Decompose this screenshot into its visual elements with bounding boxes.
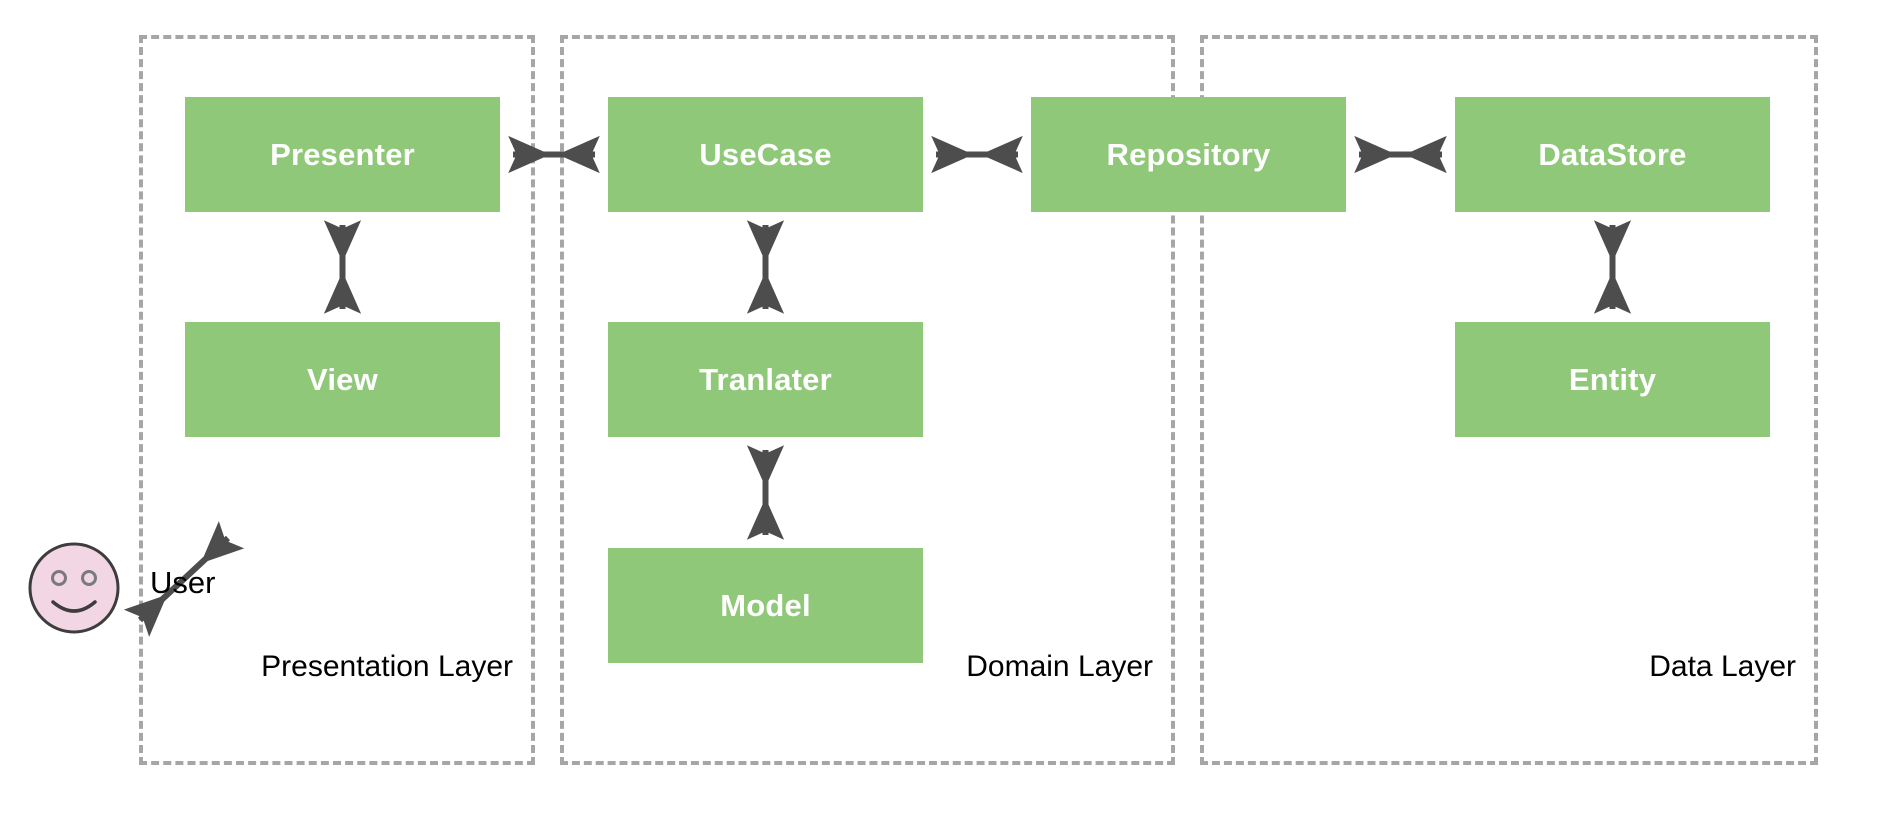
node-view[interactable]: View (185, 322, 500, 437)
node-label-presenter: Presenter (270, 136, 415, 172)
node-label-tranlater: Tranlater (699, 361, 832, 397)
node-label-usecase: UseCase (699, 136, 832, 172)
node-tranlater[interactable]: Tranlater (608, 322, 923, 437)
node-presenter[interactable]: Presenter (185, 97, 500, 212)
layer-domain[interactable] (560, 35, 1175, 765)
layer-label-domain: Domain Layer (966, 650, 1153, 683)
smiley-face-icon (28, 542, 120, 634)
user-label: User (150, 565, 216, 600)
layer-presentation[interactable] (139, 35, 535, 765)
node-usecase[interactable]: UseCase (608, 97, 923, 212)
layer-label-data: Data Layer (1649, 650, 1796, 683)
node-entity[interactable]: Entity (1455, 322, 1770, 437)
node-label-view: View (307, 361, 378, 397)
layer-data[interactable] (1200, 35, 1818, 765)
node-label-entity: Entity (1568, 361, 1657, 397)
node-datastore[interactable]: DataStore (1455, 97, 1770, 212)
node-repository[interactable]: Repository (1031, 97, 1346, 212)
node-label-repository: Repository (1106, 136, 1271, 172)
node-label-datastore: DataStore (1538, 136, 1687, 172)
layer-label-presentation: Presentation Layer (261, 650, 513, 683)
node-model[interactable]: Model (608, 548, 923, 663)
node-label-model: Model (720, 587, 811, 623)
